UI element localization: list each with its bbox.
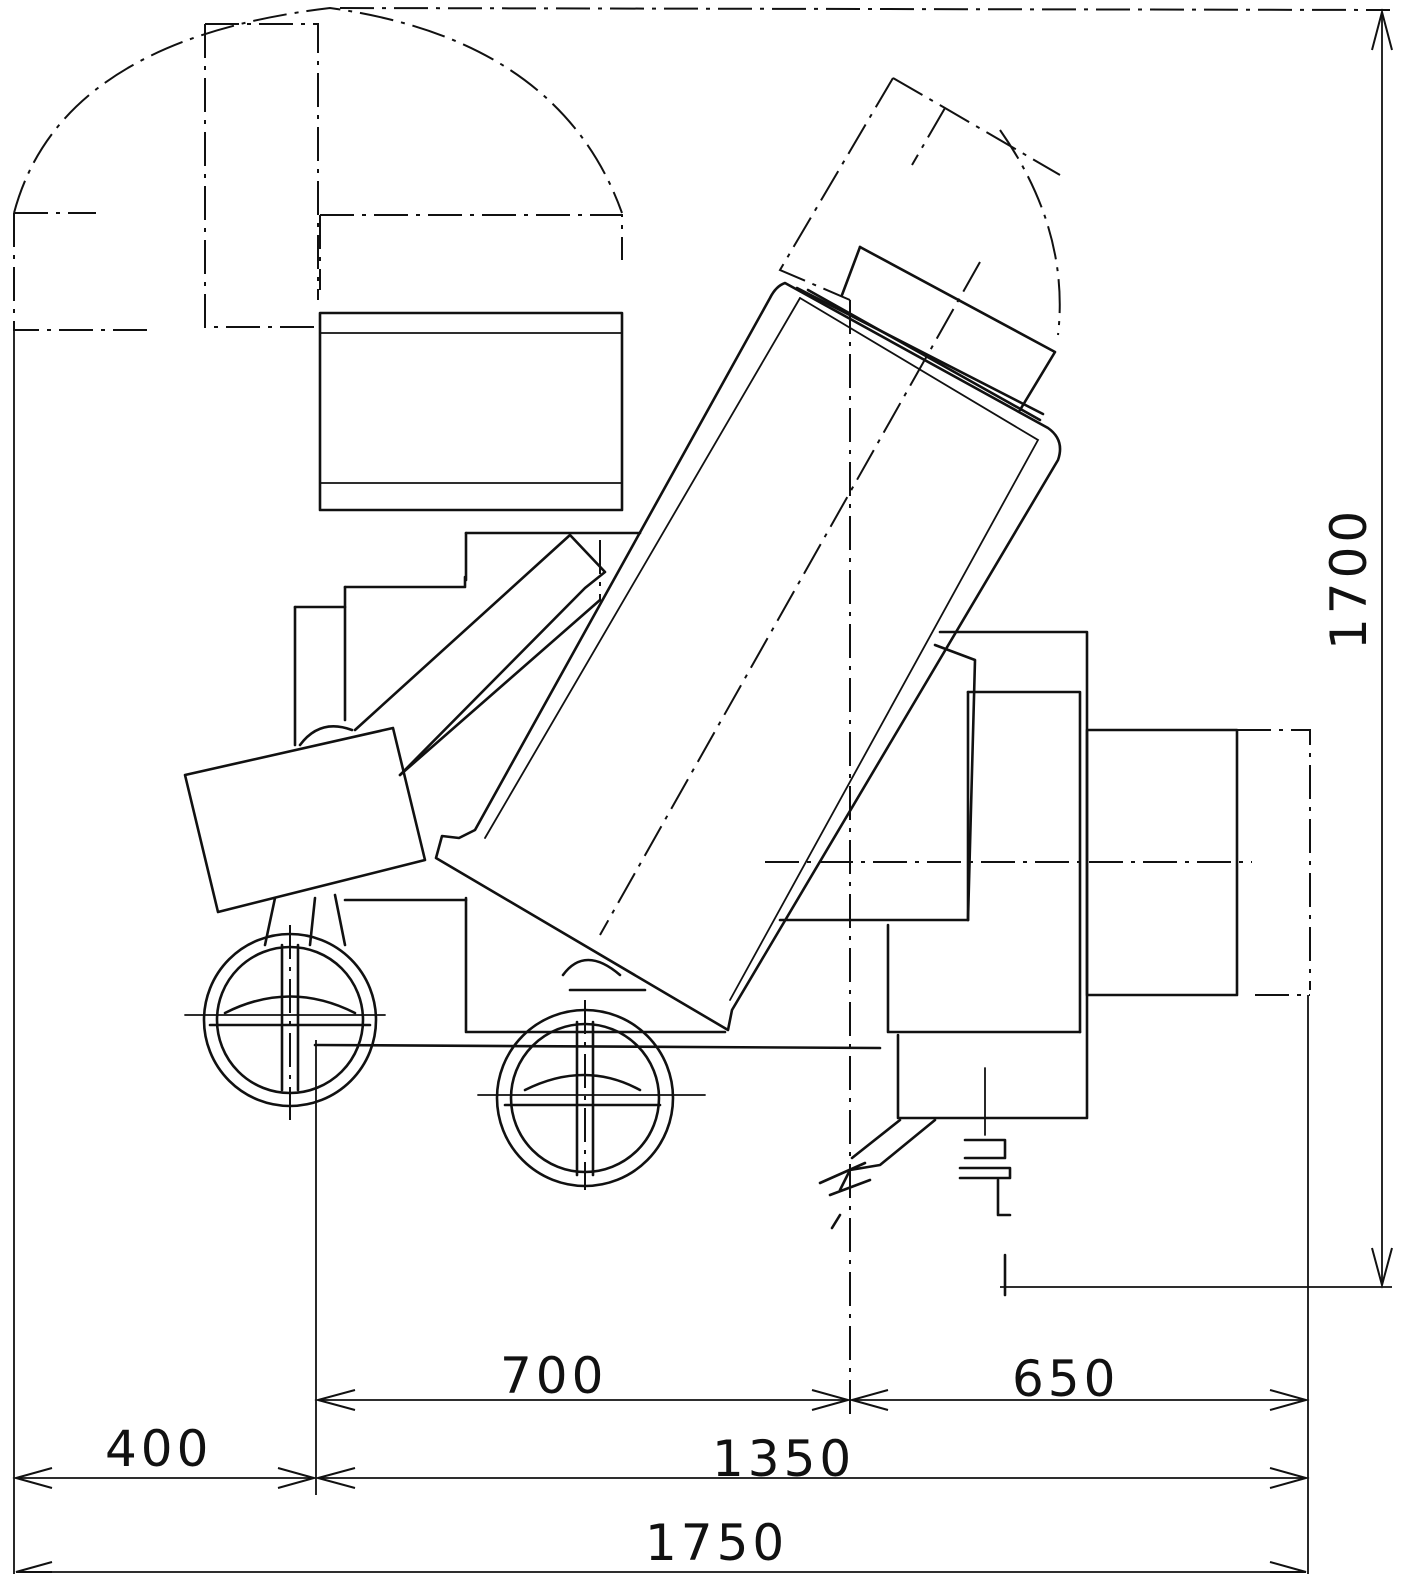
center-lines xyxy=(599,261,1311,1420)
dimension-1350: 1350 xyxy=(314,1430,1310,1489)
wheel-right xyxy=(477,958,706,1190)
motor-block xyxy=(183,725,427,914)
clearance-outline-left xyxy=(13,6,623,331)
wheel-left xyxy=(184,893,386,1120)
dimension-label-1750: 1750 xyxy=(645,1514,788,1572)
dimension-650: 650 xyxy=(848,1350,1310,1411)
dimension-label-400: 400 xyxy=(105,1420,212,1478)
feed-chute xyxy=(353,533,607,777)
extension-lines xyxy=(13,330,1392,1574)
drain-nozzle xyxy=(818,1118,937,1230)
drum-lid xyxy=(840,245,1057,412)
mixing-drum xyxy=(434,281,1062,1032)
dimension-label-1700: 1700 xyxy=(1320,507,1378,650)
dimension-1750: 1750 xyxy=(15,1514,1307,1573)
dimension-700: 700 xyxy=(314,1347,852,1411)
rear-cabinet xyxy=(318,311,624,512)
dimension-height: 1700 xyxy=(1320,8,1393,1289)
dimension-label-1350: 1350 xyxy=(712,1430,855,1488)
clearance-outline-top-right xyxy=(339,7,1391,336)
dimension-label-650: 650 xyxy=(1012,1350,1119,1408)
dimension-label-700: 700 xyxy=(500,1347,607,1405)
drain-valve xyxy=(958,1067,1012,1297)
dimension-400: 400 xyxy=(12,1420,318,1489)
drive-housing-right xyxy=(778,630,1239,1120)
base-frame xyxy=(293,531,882,1050)
